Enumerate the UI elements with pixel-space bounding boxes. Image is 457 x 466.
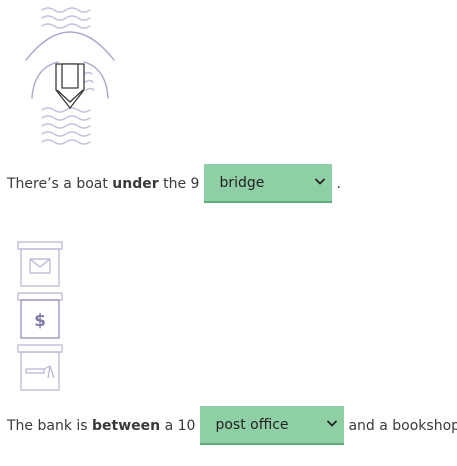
sentence-keyword: between (92, 417, 161, 434)
sentence-suffix: . (336, 175, 341, 192)
question-number: 9 (190, 175, 200, 192)
sentence-prefix: The bank is (7, 417, 93, 434)
sentence-keyword: under (112, 175, 159, 192)
question-number: 10 (177, 417, 196, 434)
sentence-middle: the (158, 175, 191, 192)
sentence-middle: a (160, 417, 178, 434)
answer-dropdown-1[interactable]: bridge (204, 164, 333, 203)
answer-select-1[interactable]: bridge (204, 164, 333, 201)
dollar-sign-icon: $ (34, 311, 46, 331)
answer-select-2[interactable]: post office (200, 406, 345, 443)
question-sentence-2: The bank is between a 10 post office and… (7, 406, 457, 445)
answer-dropdown-2[interactable]: post office (200, 406, 345, 445)
buildings-illustration: $ (17, 241, 63, 391)
boat-under-bridge-illustration (25, 7, 115, 145)
sentence-prefix: There’s a boat (7, 175, 113, 192)
sentence-suffix: and a bookshop. (348, 417, 457, 434)
question-sentence-1: There’s a boat under the 9 bridge . (7, 164, 341, 203)
